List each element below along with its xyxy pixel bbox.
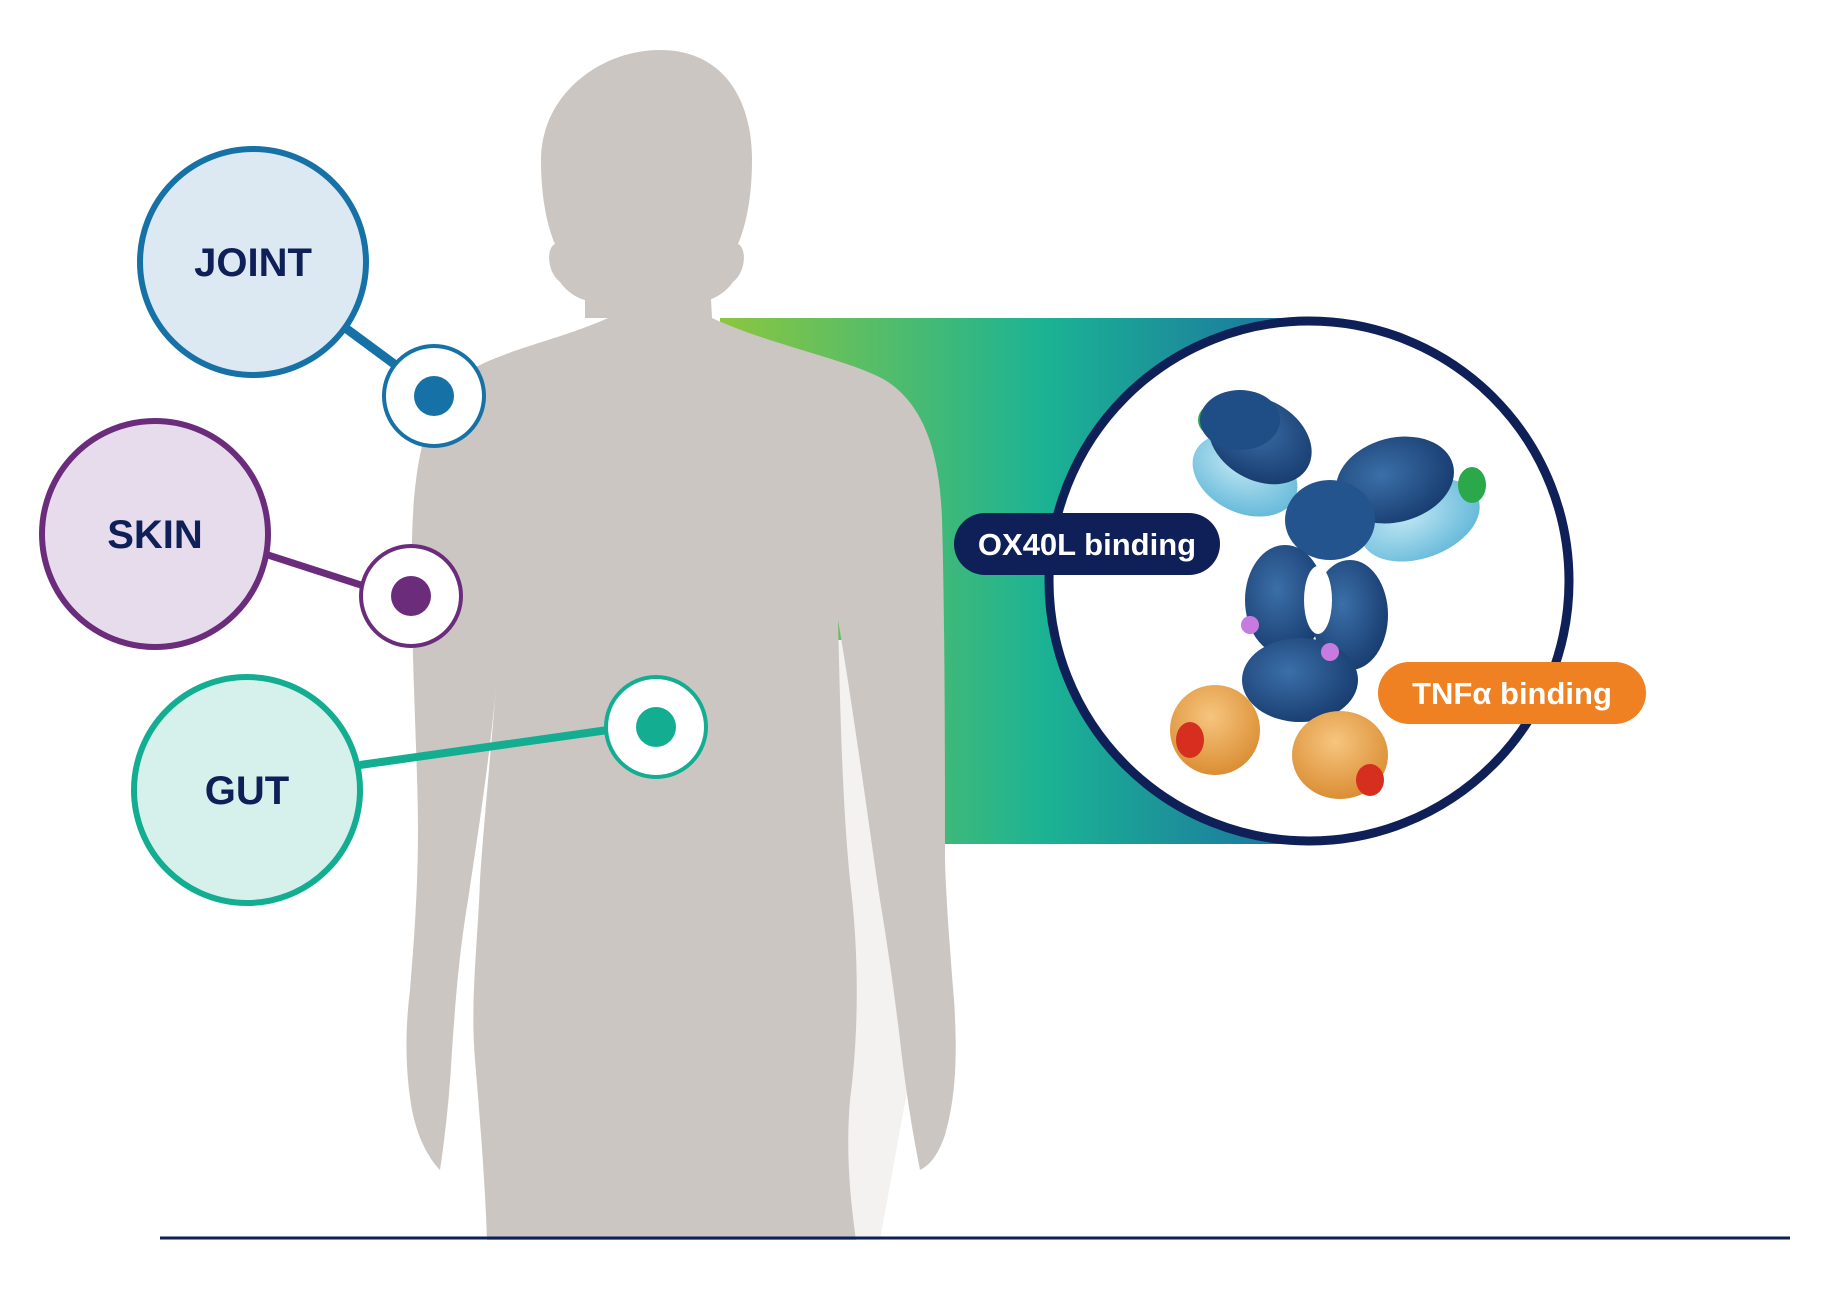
- gut-bubble: [131, 674, 363, 906]
- molecule-inset: [1044, 316, 1574, 846]
- ox40l-binding-label: OX40L binding: [978, 527, 1196, 562]
- ox40l-binding-tag: OX40L binding: [954, 513, 1220, 575]
- antibody-structure: [1170, 390, 1486, 799]
- tnfa-binding-pill: [1378, 662, 1646, 724]
- skin-bubble: [39, 418, 271, 650]
- ox40l-binding-pill: [954, 513, 1220, 575]
- skin-callout: SKIN: [39, 418, 463, 650]
- joint-callout: JOINT: [137, 146, 486, 448]
- skin-label: SKIN: [107, 513, 203, 557]
- joint-label: JOINT: [194, 241, 312, 285]
- tnfa-binding-label: TNFα binding: [1412, 676, 1612, 711]
- gut-callout: GUT: [131, 674, 708, 906]
- tnfa-binding-tag: TNFα binding: [1378, 662, 1646, 724]
- gut-connector: [359, 726, 609, 769]
- gut-label: GUT: [205, 769, 289, 813]
- gut-marker-dot: [636, 707, 676, 747]
- joint-bubble: [137, 146, 369, 378]
- skin-connector: [266, 551, 366, 590]
- skin-marker-dot: [391, 576, 431, 616]
- joint-marker-dot: [414, 376, 454, 416]
